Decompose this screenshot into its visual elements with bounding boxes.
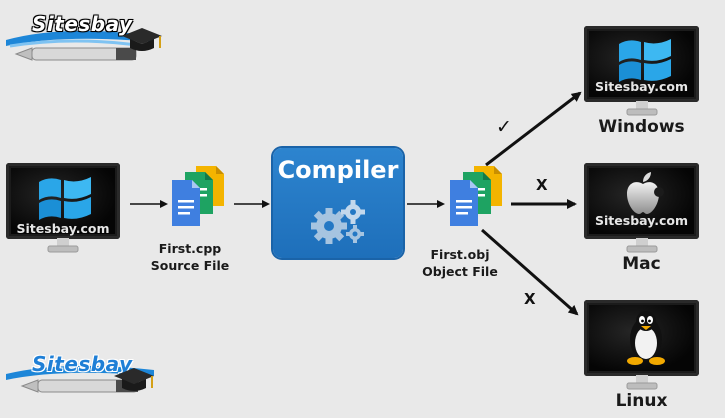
windows-monitor: Sitesbay.com — [584, 26, 699, 118]
windows-logo-icon — [39, 177, 91, 220]
sitesbay-logo-bottom: Sitesbay — [4, 348, 174, 418]
object-file-name: First.obj — [430, 247, 490, 262]
apple-logo-icon — [627, 172, 664, 214]
source-file-label: First.cpp Source File — [140, 240, 240, 274]
mac-mark: X — [536, 176, 548, 194]
object-file-type: Object File — [422, 264, 498, 279]
source-file-type: Source File — [150, 258, 230, 273]
arrow-obj-to-windows — [485, 91, 582, 167]
pen-icon — [6, 30, 154, 61]
graduation-cap-icon — [114, 368, 154, 391]
monitor-stand — [626, 101, 658, 116]
pen-icon — [6, 365, 154, 393]
monitor-screen: Sitesbay.com — [6, 163, 120, 239]
mac-label: Mac — [622, 254, 661, 274]
source-file-name: First.cpp — [158, 241, 222, 256]
document-icon — [450, 166, 502, 226]
compiler-title: Compiler — [277, 156, 399, 184]
tux-penguin-icon — [627, 311, 665, 365]
compiler-box: Compiler — [273, 148, 403, 258]
document-icon — [172, 166, 224, 226]
monitor-stand — [626, 238, 658, 253]
windows-mark: ✓ — [496, 116, 512, 138]
sitesbay-logo-top: Sitesbay — [4, 6, 174, 76]
brand-text: Sitesbay — [32, 12, 133, 36]
monitor-screen: Sitesbay.com — [584, 26, 699, 102]
mac-monitor: Sitesbay.com — [584, 163, 699, 255]
monitor-stand — [47, 238, 79, 253]
monitor-screen: Sitesbay.com — [584, 163, 699, 239]
windows-label: Windows — [598, 117, 685, 137]
source-monitor: Sitesbay.com — [6, 163, 120, 255]
object-file-label: First.obj Object File — [410, 246, 510, 280]
gear-icon — [311, 200, 365, 244]
arrow-obj-to-linux — [481, 228, 579, 316]
monitor-watermark: Sitesbay.com — [595, 213, 688, 228]
brand-text: Sitesbay — [32, 352, 133, 376]
monitor-watermark: Sitesbay.com — [16, 221, 110, 236]
linux-mark: X — [524, 290, 536, 308]
graduation-cap-icon — [122, 28, 162, 51]
linux-monitor — [584, 300, 699, 392]
windows-logo-icon — [619, 39, 671, 82]
linux-label: Linux — [615, 391, 668, 411]
monitor-watermark: Sitesbay.com — [595, 79, 688, 94]
monitor-stand — [626, 375, 658, 390]
monitor-screen — [584, 300, 699, 376]
